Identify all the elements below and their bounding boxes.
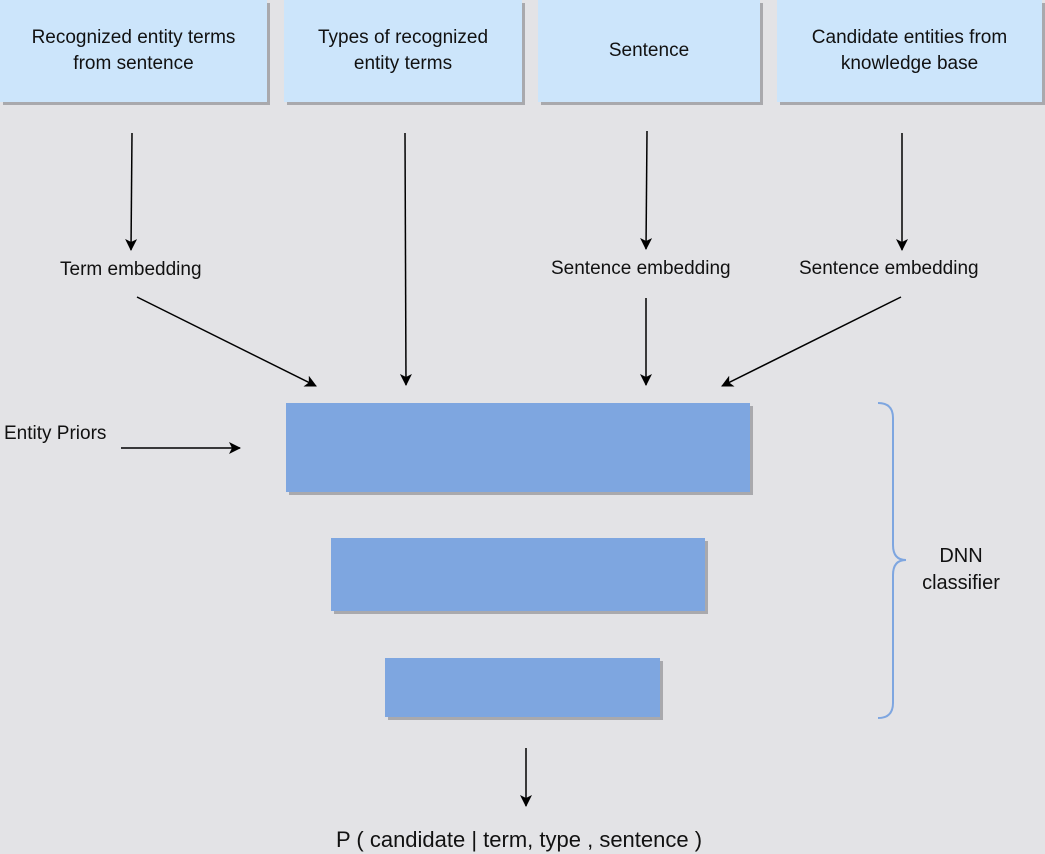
term-embedding-label: Term embedding (60, 259, 202, 280)
input-sentence-box: Sentence (538, 0, 760, 102)
arrow-sentence-to-embedding (640, 130, 653, 250)
dnn-layer-3 (385, 658, 660, 717)
input-sentence-label: Sentence (608, 40, 690, 61)
input-term-types-label: Types of recognized entity terms (317, 27, 489, 74)
dnn-classifier-brace (877, 402, 907, 719)
input-candidates-label: Candidate entities from knowledge base (811, 27, 1008, 74)
dnn-classifier-label: DNN classifier (922, 545, 1000, 594)
dnn-layer-2 (331, 538, 705, 611)
arrow-types-to-dnn (399, 132, 412, 386)
entity-priors-label: Entity Priors (4, 423, 107, 444)
sentence-embedding-label: Sentence embedding (551, 258, 731, 279)
input-term-types-box: Types of recognized entity terms (284, 0, 522, 102)
input-recognized-terms-label: Recognized entity terms from sentence (31, 27, 236, 74)
input-recognized-terms-box: Recognized entity terms from sentence (0, 0, 267, 102)
output-probability-label: P ( candidate | term, type , sentence ) (336, 827, 703, 852)
arrow-candidate-embedding-to-dnn (721, 296, 902, 387)
candidate-embedding-label: Sentence embedding (799, 258, 979, 279)
arrow-term-embedding-to-dnn (136, 296, 317, 387)
dnn-layer-1 (286, 403, 750, 492)
arrow-terms-to-embedding (125, 132, 138, 251)
input-candidates-box: Candidate entities from knowledge base (777, 0, 1042, 102)
